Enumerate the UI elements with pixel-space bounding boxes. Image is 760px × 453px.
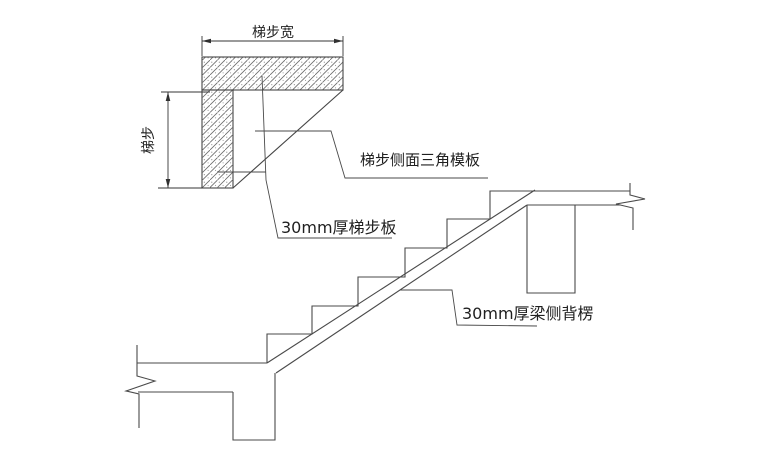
landing-beam-outline (526, 205, 576, 294)
riser-board-section (201, 89, 234, 189)
stringer-board-upper-line (266, 189, 536, 364)
tread-board-section (201, 56, 344, 91)
dim-step-width (201, 36, 344, 56)
triangle-formwork-label: 梯步侧面三角模板 (360, 151, 480, 169)
dim-step-width-label: 梯步宽 (252, 24, 294, 41)
leader-triangle-formwork (255, 130, 488, 179)
break-line-left (124, 345, 157, 428)
leader-step-board (261, 75, 392, 239)
stair-profile (124, 183, 646, 441)
beam-side-batten-label: 30mm厚梁侧背楞 (462, 304, 594, 323)
bottom-beam-outline (232, 373, 276, 441)
dim-step-height-label: 梯步 (141, 126, 157, 154)
break-line-right (615, 183, 646, 230)
dim-step-height (158, 91, 210, 189)
step-board-label: 30mm厚梯步板 (281, 218, 397, 237)
stringer-board-lower-line (275, 204, 528, 374)
callout-leaders (217, 75, 538, 327)
leader-beam-side-batten (400, 289, 538, 327)
